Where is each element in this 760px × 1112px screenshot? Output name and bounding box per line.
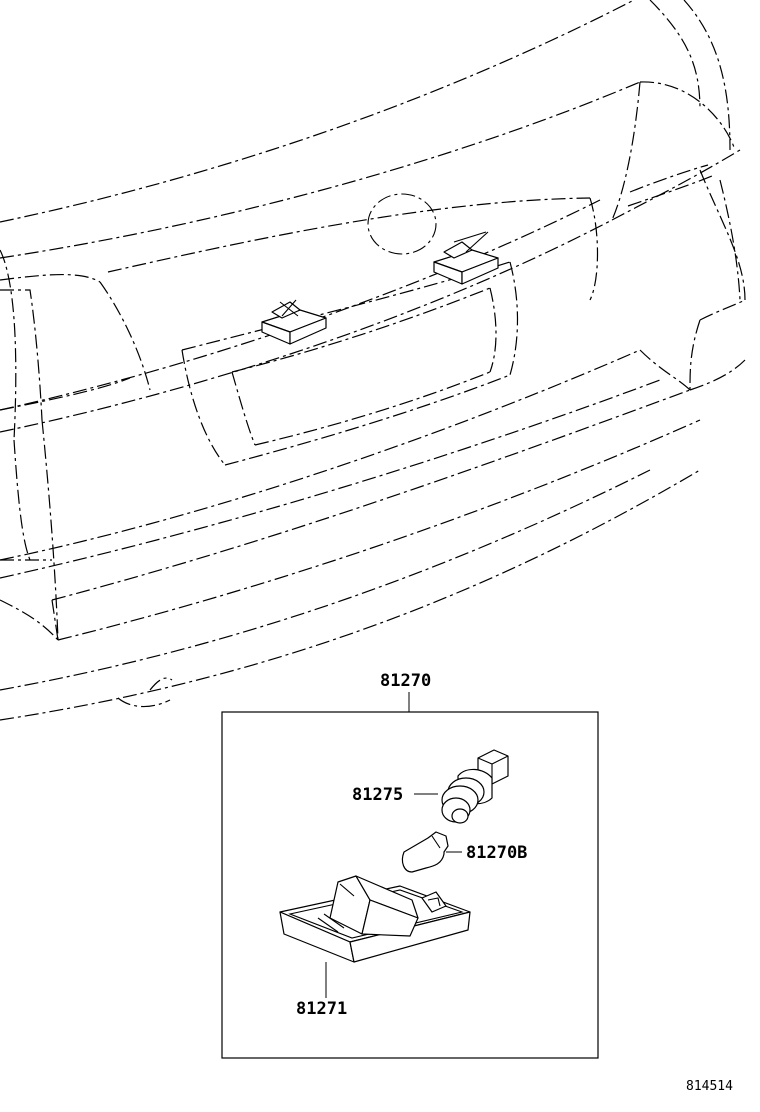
vehicle-rear-outline [0, 0, 746, 721]
figure-code: 814514 [686, 1079, 733, 1094]
label-socket: 81275 [352, 785, 403, 805]
socket-part-icon [441, 749, 509, 824]
lens-housing-part-icon [279, 875, 471, 963]
lamp-bracket-left-icon [261, 299, 327, 345]
lamp-bracket-right-icon [433, 231, 499, 285]
label-bulb: 81270B [466, 843, 527, 863]
label-assembly: 81270 [380, 671, 431, 691]
assembly-box [221, 711, 599, 1059]
label-lens-housing: 81271 [296, 999, 347, 1019]
bulb-part-icon [401, 831, 449, 873]
